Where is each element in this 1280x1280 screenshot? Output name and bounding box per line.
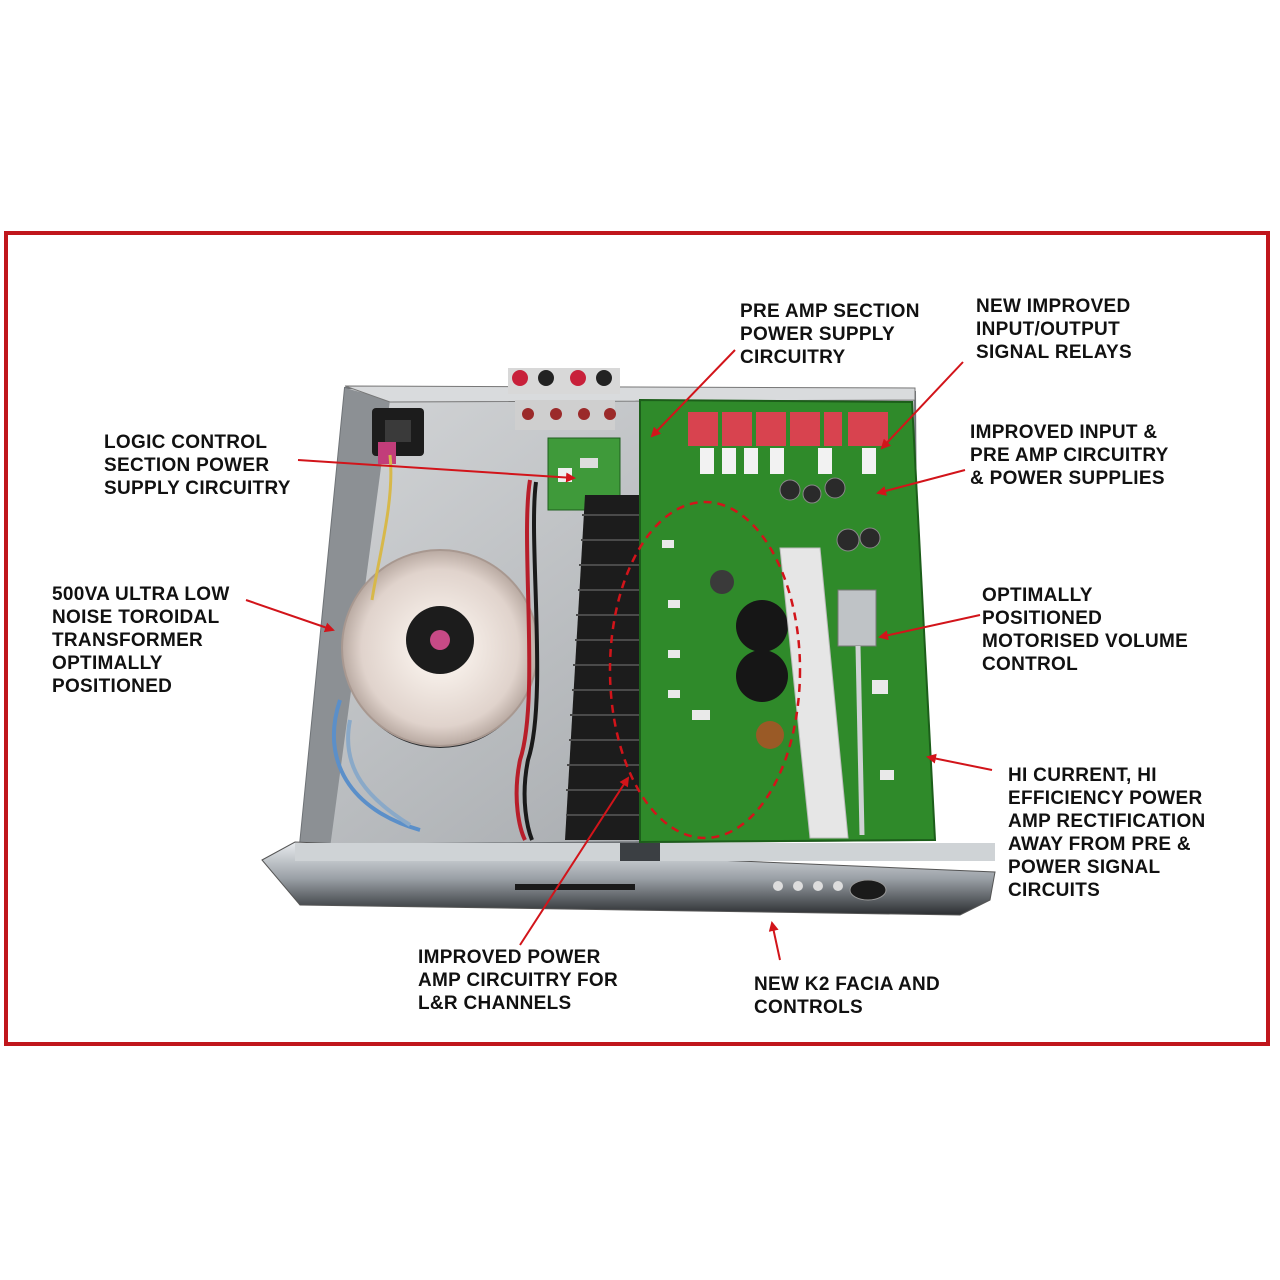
callout-input-preamp: IMPROVED INPUT & PRE AMP CIRCUITRY & POW…	[970, 422, 1169, 489]
callout-rectification: HI CURRENT, HI EFFICIENCY POWER AMP RECT…	[1008, 765, 1206, 901]
heatsink	[565, 495, 640, 840]
callout-power-amp-circuitry: IMPROVED POWER AMP CIRCUITRY FOR L&R CHA…	[418, 947, 619, 1014]
main-pcb	[639, 398, 937, 844]
callout-facia-controls: NEW K2 FACIA AND CONTROLS	[754, 974, 941, 1018]
power-inlet	[372, 408, 424, 464]
callout-toroidal-transformer: 500VA ULTRA LOW NOISE TOROIDAL TRANSFORM…	[52, 584, 230, 697]
callout-arrows	[245, 349, 993, 961]
toroidal-transformer	[341, 549, 539, 748]
red-border-frame	[4, 231, 1270, 1046]
front-facia	[261, 841, 996, 916]
speaker-terminals	[508, 368, 620, 430]
callout-signal-relays: NEW IMPROVED INPUT/OUTPUT SIGNAL RELAYS	[976, 296, 1132, 363]
wiring	[331, 454, 540, 841]
callout-pre-amp-power-supply: PRE AMP SECTION POWER SUPPLY CIRCUITRY	[740, 301, 920, 368]
callout-volume-control: OPTIMALLY POSITIONED MOTORISED VOLUME CO…	[982, 585, 1189, 675]
callout-logic-control: LOGIC CONTROL SECTION POWER SUPPLY CIRCU…	[104, 432, 291, 499]
power-amp-highlight	[608, 500, 802, 840]
